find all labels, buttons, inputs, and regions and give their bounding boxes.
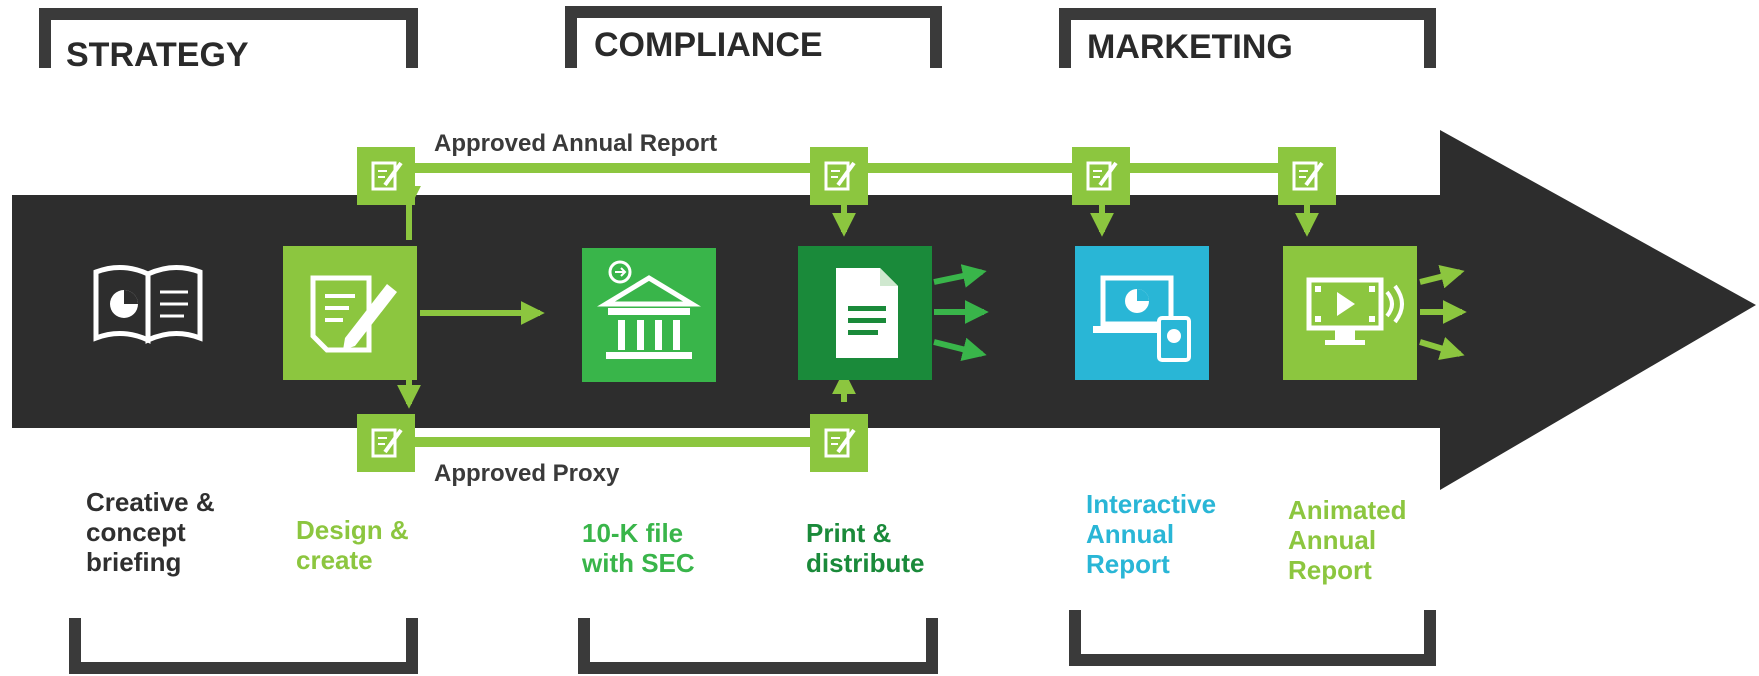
approval-icon: [810, 147, 868, 205]
publish-arrows: [1419, 265, 1467, 360]
step-label-design: Design & create: [296, 515, 409, 575]
approval-icon: [810, 414, 868, 472]
video-screen-icon: [1283, 246, 1417, 380]
step-label-interactive: Interactive Annual Report: [1086, 489, 1217, 579]
phase-label-compliance: COMPLIANCE: [594, 26, 823, 64]
phase-label-strategy: STRATEGY: [66, 36, 249, 74]
strategy-bracket-bottom: [69, 618, 418, 674]
compliance-bracket-bottom: [578, 618, 938, 674]
document-icon: [798, 246, 932, 380]
step-label-animated: Animated Annual Report: [1288, 495, 1407, 585]
distribute-arrows: [933, 264, 989, 361]
approval-icon: [357, 414, 415, 472]
approval-icon: [1278, 147, 1336, 205]
devices-icon: [1075, 246, 1209, 380]
edit-document-icon: [283, 246, 417, 380]
approved-annual-report-label: Approved Annual Report: [434, 130, 717, 157]
phase-label-marketing: MARKETING: [1087, 28, 1293, 66]
marketing-bracket-top: [1059, 8, 1436, 68]
approved-proxy-label: Approved Proxy: [434, 460, 620, 487]
step-label-10k: 10-K file with SEC: [582, 518, 695, 578]
approval-icon: [357, 147, 415, 205]
compliance-bracket-top: [565, 6, 942, 68]
approval-icon: [1072, 147, 1130, 205]
bank-building-icon: [582, 248, 716, 382]
step-label-briefing: Creative & concept briefing: [86, 487, 215, 577]
open-book-pie-icon: [93, 265, 203, 344]
step-label-print: Print & distribute: [806, 518, 925, 578]
strategy-bracket-top: [39, 8, 418, 68]
marketing-bracket-bottom: [1069, 610, 1436, 666]
